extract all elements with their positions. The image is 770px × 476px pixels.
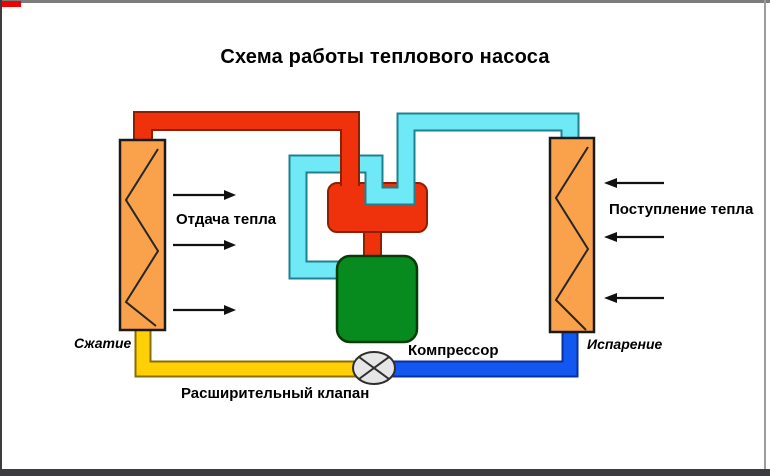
- hot-pipe: [133, 111, 360, 186]
- hot-pipe-outline: [133, 111, 360, 186]
- window-border-bottom: [0, 469, 770, 476]
- right-radiator-body: [548, 136, 596, 334]
- compressor-label: Компрессор: [408, 342, 499, 359]
- heat-input-label: Поступление тепла: [609, 201, 754, 218]
- window-border-right: [764, 0, 766, 476]
- heat-input-arrow: [604, 232, 664, 242]
- cold-pipe-fill: [290, 114, 578, 278]
- expansion-valve-label: Расширительный клапан: [181, 385, 370, 402]
- expansion-valve-icon: [352, 351, 396, 385]
- heat-input-arrow: [604, 178, 664, 188]
- heat-input-arrow: [604, 293, 664, 303]
- heat-release-arrow: [173, 305, 236, 315]
- right-radiator: [548, 136, 596, 334]
- left-radiator: [118, 138, 167, 332]
- suction-pipe-fill: [382, 324, 577, 376]
- window-border-top: [0, 0, 770, 3]
- diagram-title: Схема работы теплового насоса: [220, 46, 550, 68]
- evaporation-label: Испарение: [587, 336, 663, 352]
- cold-pipe: [288, 112, 580, 280]
- liquid-pipe-fill: [136, 324, 366, 376]
- compression-label: Сжатие: [74, 335, 132, 351]
- window-border-left: [0, 0, 2, 476]
- right-radiator-coil: [554, 146, 590, 331]
- compressor-block: [335, 254, 419, 344]
- heat-release-arrow: [173, 190, 236, 200]
- hot-pipe-fill: [135, 113, 358, 186]
- heat-release-label: Отдача тепла: [176, 211, 277, 228]
- liquid-pipe: [134, 324, 366, 378]
- liquid-pipe-outline: [134, 324, 366, 378]
- valve-cross-line-2: [358, 356, 390, 380]
- suction-pipe: [382, 324, 579, 378]
- window-accent-red-rect: [2, 1, 21, 7]
- heat-release-arrow: [173, 240, 236, 250]
- heat-release-arrows: [173, 190, 236, 315]
- left-radiator-coil: [124, 148, 160, 327]
- heat-input-arrows: [604, 178, 664, 303]
